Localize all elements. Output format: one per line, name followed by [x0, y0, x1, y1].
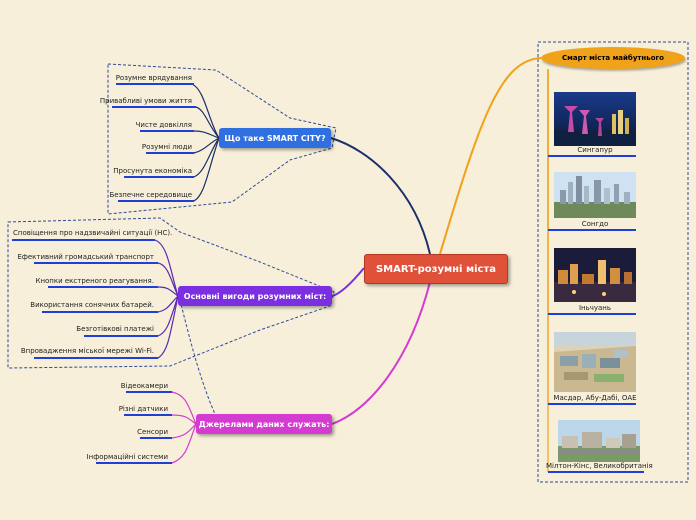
- what-item[interactable]: Просунута економіка: [113, 167, 192, 175]
- benefit-item[interactable]: Ефективний громадський транспорт: [17, 253, 154, 261]
- future-item[interactable]: Сингапур: [577, 146, 613, 154]
- benefit-item[interactable]: Використання сонячних батарей.: [30, 301, 154, 309]
- central-topic[interactable]: SMART-розумні міста: [364, 254, 508, 284]
- benefit-item[interactable]: Сповіщення про надзвичайні ситуації (НС)…: [13, 229, 173, 237]
- underlines: [12, 83, 196, 464]
- boundary-future: [537, 41, 689, 483]
- what-item[interactable]: Розумне врядування: [115, 74, 192, 82]
- topic-future[interactable]: Смарт міста майбутнього: [541, 47, 685, 69]
- benefit-item[interactable]: Впровадження міської мережі Wi-Fi.: [20, 347, 154, 355]
- source-item[interactable]: Різні датчики: [118, 405, 168, 413]
- source-item[interactable]: Відеокамери: [120, 382, 168, 390]
- link-central-what: [330, 137, 431, 255]
- masdar-photo: [554, 332, 636, 392]
- benefit-item[interactable]: Кнопки екстреного реагування.: [35, 277, 154, 285]
- future-item[interactable]: Масдар, Абу-Дабі, ОАЕ: [553, 394, 637, 402]
- relation-line: [179, 299, 216, 415]
- future-item[interactable]: Іньчуань: [578, 304, 612, 312]
- boundary-what: [107, 63, 337, 215]
- what-item[interactable]: Розумні люди: [141, 143, 192, 151]
- what-item[interactable]: Чисте довкілля: [135, 121, 192, 129]
- future-item[interactable]: Сонгдо: [581, 220, 609, 228]
- link-central-benefits: [331, 267, 365, 297]
- benefit-item[interactable]: Безготівкові платежі: [76, 325, 154, 333]
- benefits-connectors: [154, 239, 179, 359]
- songdo-photo: [554, 172, 636, 218]
- yinchuan-photo: [554, 248, 636, 302]
- future-item[interactable]: Мілтон-Кінс, Великобританія: [546, 462, 653, 470]
- singapore-photo: [554, 92, 636, 146]
- topic-benefits[interactable]: Основні вигоди розумних міст:: [178, 286, 332, 306]
- link-central-sources: [331, 281, 431, 425]
- milton-keynes-photo: [558, 420, 640, 462]
- future-underlines: [548, 155, 644, 473]
- source-item[interactable]: Сенсори: [137, 428, 168, 436]
- what-connectors: [191, 83, 220, 202]
- sources-connectors: [171, 391, 197, 464]
- what-item[interactable]: Привабливі умови життя: [99, 97, 192, 105]
- what-item[interactable]: Безпечне середовище: [109, 191, 192, 199]
- source-item[interactable]: Інформаційні системи: [86, 453, 168, 461]
- link-central-future: [439, 57, 542, 255]
- topic-sources[interactable]: Джерелами даних служать:: [196, 414, 332, 434]
- topic-what[interactable]: Що таке SMART CITY?: [219, 128, 331, 148]
